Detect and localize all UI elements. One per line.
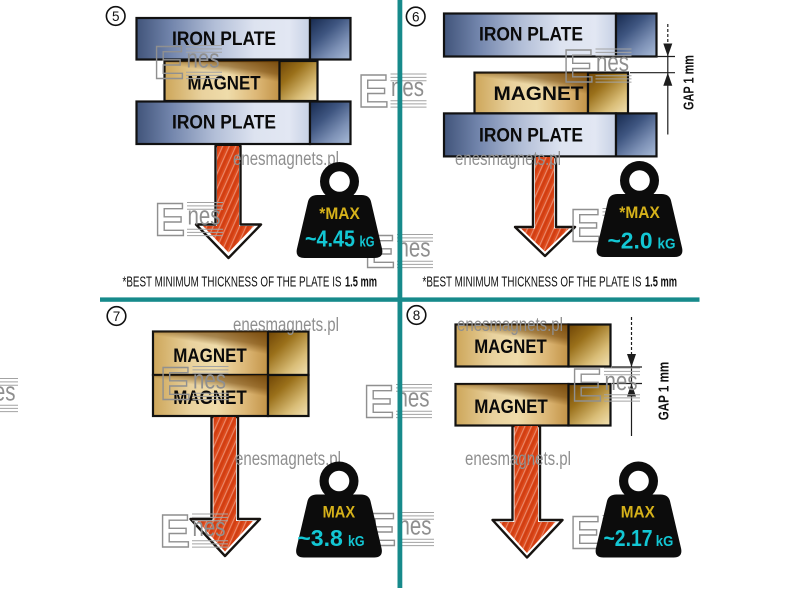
svg-text:*MAX: *MAX — [619, 204, 660, 222]
svg-text:~3.8: ~3.8 — [297, 525, 343, 551]
svg-text:MAGNET: MAGNET — [494, 83, 584, 105]
svg-text:*MAX: *MAX — [319, 205, 360, 223]
svg-text:enesmagnets.pl: enesmagnets.pl — [455, 149, 561, 170]
svg-text:7: 7 — [113, 309, 121, 324]
svg-text:IRON PLATE: IRON PLATE — [172, 113, 276, 134]
svg-text:*BEST MINIMUM THICKNESS OF THE: *BEST MINIMUM THICKNESS OF THE PLATE IS — [123, 275, 342, 291]
svg-text:~4.45: ~4.45 — [305, 226, 355, 252]
svg-text:~2.0: ~2.0 — [608, 228, 653, 254]
svg-text:IRON PLATE: IRON PLATE — [479, 25, 583, 46]
svg-text:1.5 mm: 1.5 mm — [345, 275, 377, 291]
svg-text:MAGNET: MAGNET — [474, 336, 547, 358]
svg-text:6: 6 — [412, 9, 420, 24]
svg-text:8: 8 — [413, 308, 421, 323]
svg-text:*BEST MINIMUM THICKNESS OF THE: *BEST MINIMUM THICKNESS OF THE PLATE IS — [423, 275, 642, 291]
svg-text:MAGNET: MAGNET — [173, 387, 247, 409]
svg-text:enesmagnets.pl: enesmagnets.pl — [457, 315, 563, 336]
svg-text:GAP 1 mm: GAP 1 mm — [681, 55, 698, 110]
svg-text:GAP 1 mm: GAP 1 mm — [656, 362, 673, 421]
svg-text:MAX: MAX — [621, 504, 655, 522]
svg-text:kG: kG — [348, 534, 365, 550]
svg-text:MAGNET: MAGNET — [173, 345, 247, 367]
svg-text:MAX: MAX — [323, 504, 356, 522]
svg-text:kG: kG — [656, 534, 674, 550]
svg-text:MAGNET: MAGNET — [474, 396, 548, 418]
svg-text:MAGNET: MAGNET — [188, 72, 261, 94]
svg-text:IRON PLATE: IRON PLATE — [479, 126, 583, 147]
svg-text:~2.17: ~2.17 — [604, 525, 653, 551]
svg-text:enesmagnets.pl: enesmagnets.pl — [465, 449, 571, 470]
svg-text:enesmagnets.pl: enesmagnets.pl — [233, 315, 339, 336]
svg-text:enesmagnets.pl: enesmagnets.pl — [233, 149, 339, 170]
svg-text:5: 5 — [112, 9, 120, 24]
svg-text:enesmagnets.pl: enesmagnets.pl — [235, 449, 341, 470]
svg-text:kG: kG — [658, 237, 676, 253]
svg-text:kG: kG — [360, 235, 375, 251]
svg-text:1.5 mm: 1.5 mm — [645, 275, 677, 291]
